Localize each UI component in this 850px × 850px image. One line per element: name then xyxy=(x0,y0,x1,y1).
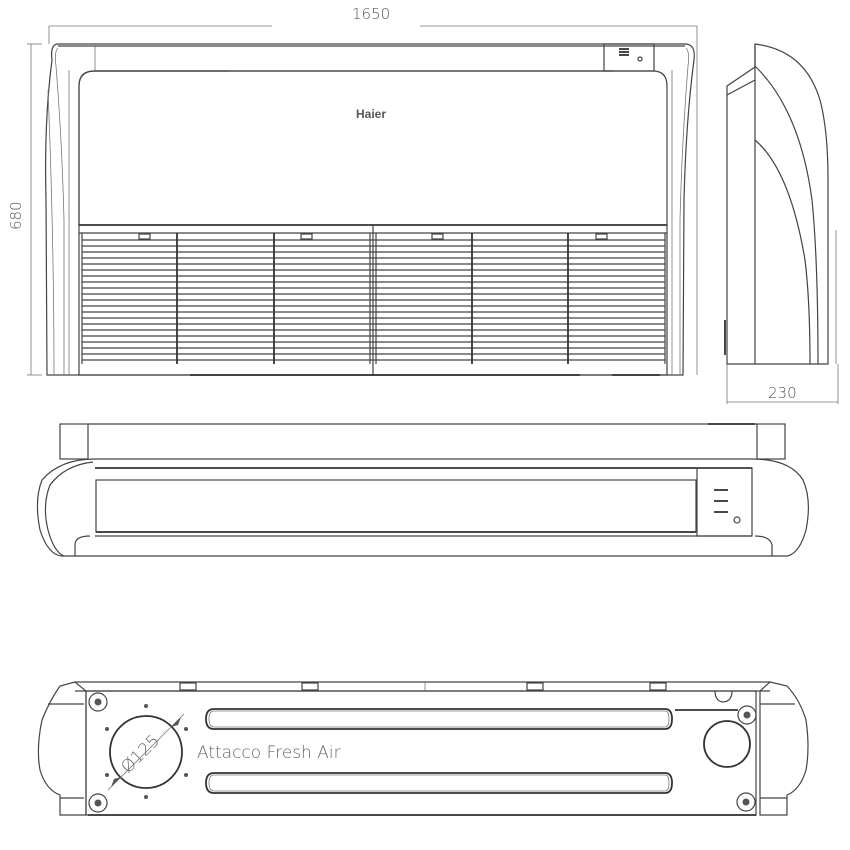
width-dimension: 1650 xyxy=(48,5,698,375)
height-dimension-label: 680 xyxy=(7,201,25,230)
fresh-air-port: Ø125 xyxy=(105,704,188,799)
height-dimension: 680 xyxy=(7,43,42,376)
side-view: 230 xyxy=(724,43,839,404)
drain-port xyxy=(703,720,751,768)
top-control-panel xyxy=(696,467,753,537)
screw-icon xyxy=(88,692,757,813)
top-view xyxy=(36,423,809,557)
depth-dimension: 230 xyxy=(726,364,839,404)
diameter-label: Ø125 xyxy=(117,731,164,778)
indicator-lines-icon xyxy=(714,489,741,524)
width-dimension-label: 1650 xyxy=(352,5,390,23)
depth-dimension-label: 230 xyxy=(768,384,797,402)
mounting-clips xyxy=(179,682,667,691)
fresh-air-label: Attacco Fresh Air xyxy=(197,743,341,763)
front-view: 1650 680 Haier xyxy=(7,5,698,376)
indicator-lines-icon xyxy=(619,48,643,62)
brand-logo: Haier xyxy=(356,107,386,121)
bottom-view: Ø125 Attacco Fresh Air xyxy=(37,681,809,816)
air-grille xyxy=(78,224,668,376)
control-panel xyxy=(603,43,655,72)
slots xyxy=(205,708,673,794)
